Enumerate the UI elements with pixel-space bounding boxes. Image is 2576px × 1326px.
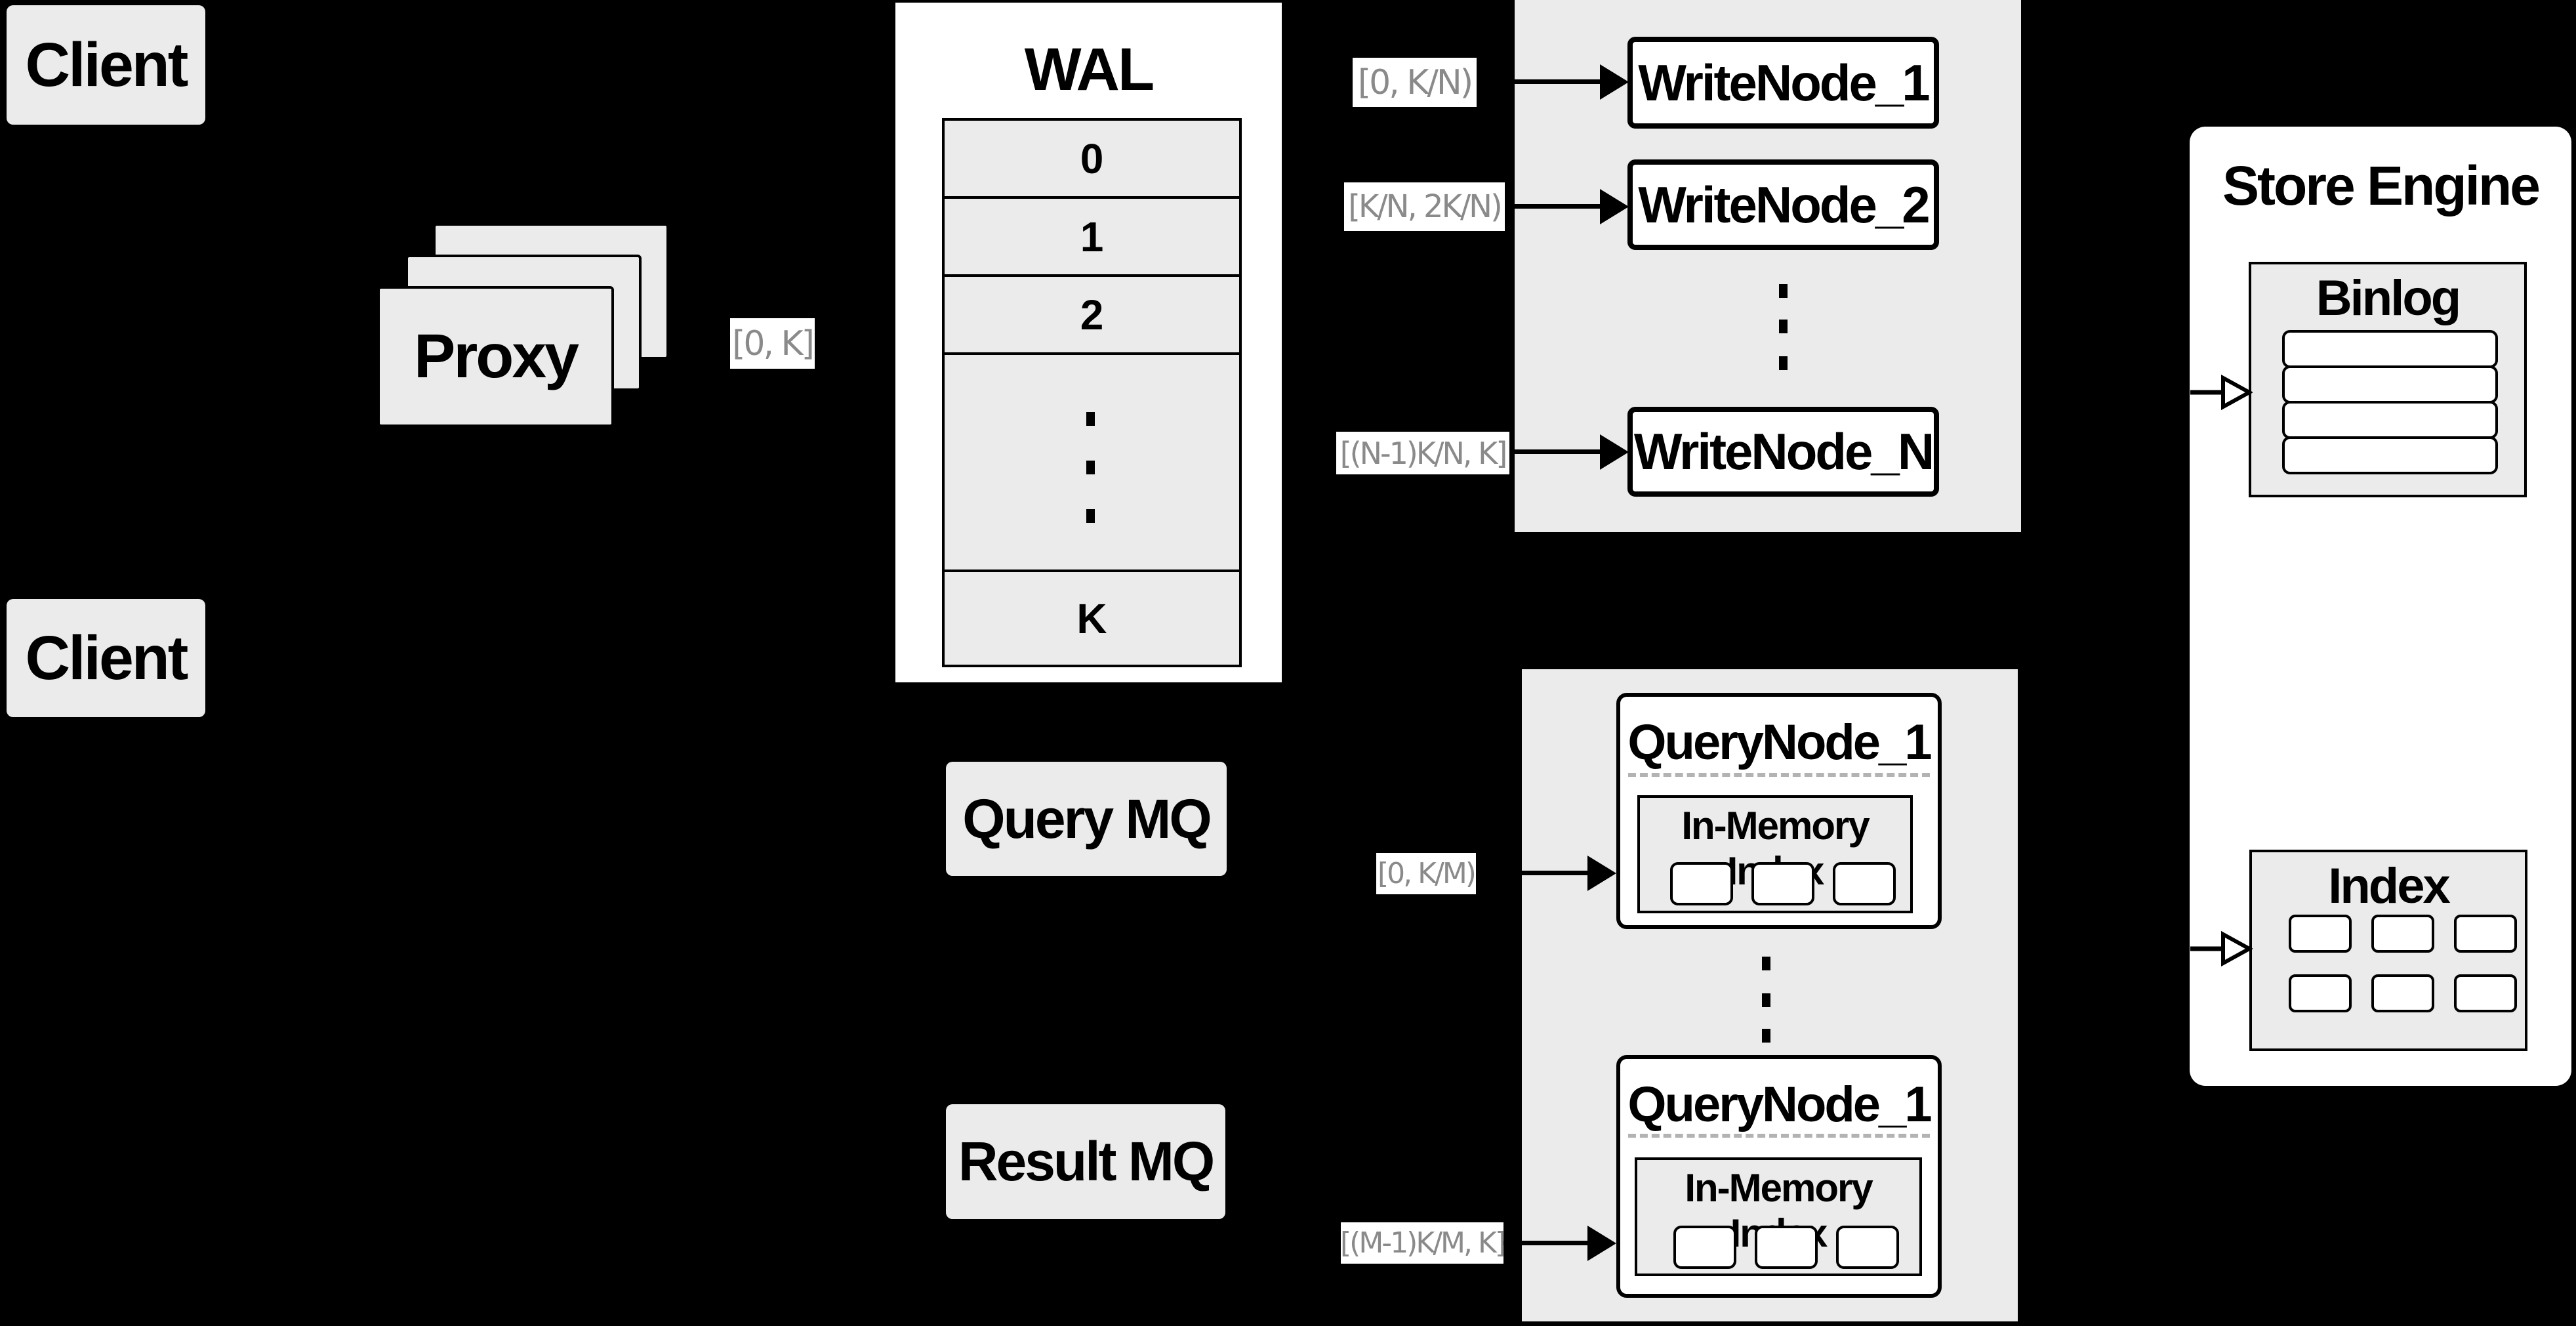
wal-row-0: 0 xyxy=(945,121,1239,196)
arrowhead-to-querynode-2 xyxy=(1587,1226,1616,1261)
store-engine-box: Store Engine Binlog Index xyxy=(2190,127,2571,1086)
client-top-box: Client xyxy=(7,5,205,125)
index-cell xyxy=(2371,974,2434,1012)
index-cell xyxy=(2371,915,2434,953)
range-label-write-n: [(N-1)K/N, K] xyxy=(1336,432,1509,474)
client-bottom-label: Client xyxy=(25,623,189,693)
arrow-to-writenode-1 xyxy=(1477,79,1601,84)
memory-segment-cell xyxy=(1751,862,1814,905)
binlog-row xyxy=(2282,365,2498,404)
arrowhead-to-writenode-n xyxy=(1600,434,1629,470)
binlog-rows xyxy=(2282,330,2498,474)
querynode-2-separator xyxy=(1628,1134,1930,1138)
query-ellipsis-dot xyxy=(1762,993,1770,1007)
arrow-to-index xyxy=(2190,930,2253,967)
result-mq-box: Result MQ xyxy=(946,1104,1225,1219)
write-ellipsis-dot xyxy=(1779,320,1788,333)
arrowhead-to-writenode-2 xyxy=(1600,189,1629,224)
arrow-to-writenode-2 xyxy=(1505,204,1601,209)
query-mq-box: Query MQ xyxy=(946,762,1227,876)
arrow-to-querynode-2 xyxy=(1503,1241,1589,1245)
index-cell xyxy=(2289,915,2352,953)
index-title: Index xyxy=(2328,858,2451,914)
memory-segment-cell xyxy=(1833,862,1896,905)
proxy-label: Proxy xyxy=(413,321,579,391)
in-memory-index-2-box: In-Memory Index xyxy=(1635,1157,1922,1276)
range-label-write-2: [K/N, 2K/N) xyxy=(1344,182,1505,231)
client-bottom-box: Client xyxy=(7,599,205,717)
binlog-box: Binlog xyxy=(2249,262,2527,497)
arrowhead-to-writenode-1 xyxy=(1600,64,1629,100)
index-box: Index xyxy=(2249,850,2527,1051)
writenode-2-box: WriteNode_2 xyxy=(1627,159,1939,250)
memory-segment-cell xyxy=(1673,1226,1736,1269)
query-ellipsis-dot xyxy=(1762,1029,1770,1043)
in-memory-index-1-cells xyxy=(1670,862,1896,905)
index-cells-row-1 xyxy=(2289,915,2517,953)
binlog-title: Binlog xyxy=(2316,270,2461,326)
memory-segment-cell xyxy=(1670,862,1733,905)
store-engine-title: Store Engine xyxy=(2222,155,2541,217)
wal-title: WAL xyxy=(1024,36,1155,103)
writenode-1-box: WriteNode_1 xyxy=(1627,37,1939,129)
querynode-1-separator xyxy=(1628,773,1930,777)
wal-row-1: 1 xyxy=(945,196,1239,274)
range-label-write-1: [0, K/N) xyxy=(1353,58,1477,107)
write-ellipsis-dot xyxy=(1779,284,1788,298)
writenode-n-box: WriteNode_N xyxy=(1627,407,1939,497)
index-cell xyxy=(2289,974,2352,1012)
memory-segment-cell xyxy=(1836,1226,1899,1269)
client-top-label: Client xyxy=(25,30,189,100)
index-cells-row-2 xyxy=(2289,974,2517,1012)
binlog-row xyxy=(2282,330,2498,368)
write-ellipsis-dot xyxy=(1779,356,1788,370)
in-memory-index-2-cells xyxy=(1673,1226,1899,1269)
arrow-to-querynode-1 xyxy=(1476,871,1589,875)
binlog-row xyxy=(2282,436,2498,474)
wal-table: 0 1 2 K xyxy=(942,118,1242,667)
wal-row-2: 2 xyxy=(945,274,1239,352)
proxy-box: Proxy xyxy=(377,286,614,427)
querynode-1-box: QueryNode_1 In-Memory Index xyxy=(1616,693,1942,929)
in-memory-index-1-box: In-Memory Index xyxy=(1637,795,1913,913)
wal-box: WAL 0 1 2 K xyxy=(895,3,1282,682)
range-label-query-2: [(M-1)K/M, K] xyxy=(1340,1222,1506,1264)
binlog-row xyxy=(2282,401,2498,439)
range-label-proxy-out: [0, K] xyxy=(730,318,815,369)
index-cell xyxy=(2454,974,2517,1012)
wal-row-k: K xyxy=(945,570,1239,665)
querynode-2-box: QueryNode_1 In-Memory Index xyxy=(1616,1055,1942,1298)
querynode-2-title: QueryNode_1 xyxy=(1627,1077,1932,1132)
wal-ellipsis-dot xyxy=(1086,461,1095,474)
arrow-to-binlog xyxy=(2190,374,2253,411)
querynode-1-title: QueryNode_1 xyxy=(1627,715,1932,770)
range-label-query-1: [0, K/M) xyxy=(1376,853,1477,894)
arrow-to-writenode-n xyxy=(1509,449,1600,454)
query-ellipsis-dot xyxy=(1762,957,1770,970)
wal-ellipsis-dot xyxy=(1086,412,1095,426)
arrowhead-to-querynode-1 xyxy=(1587,856,1616,891)
wal-ellipsis-dot xyxy=(1086,509,1095,523)
memory-segment-cell xyxy=(1755,1226,1818,1269)
index-cell xyxy=(2454,915,2517,953)
